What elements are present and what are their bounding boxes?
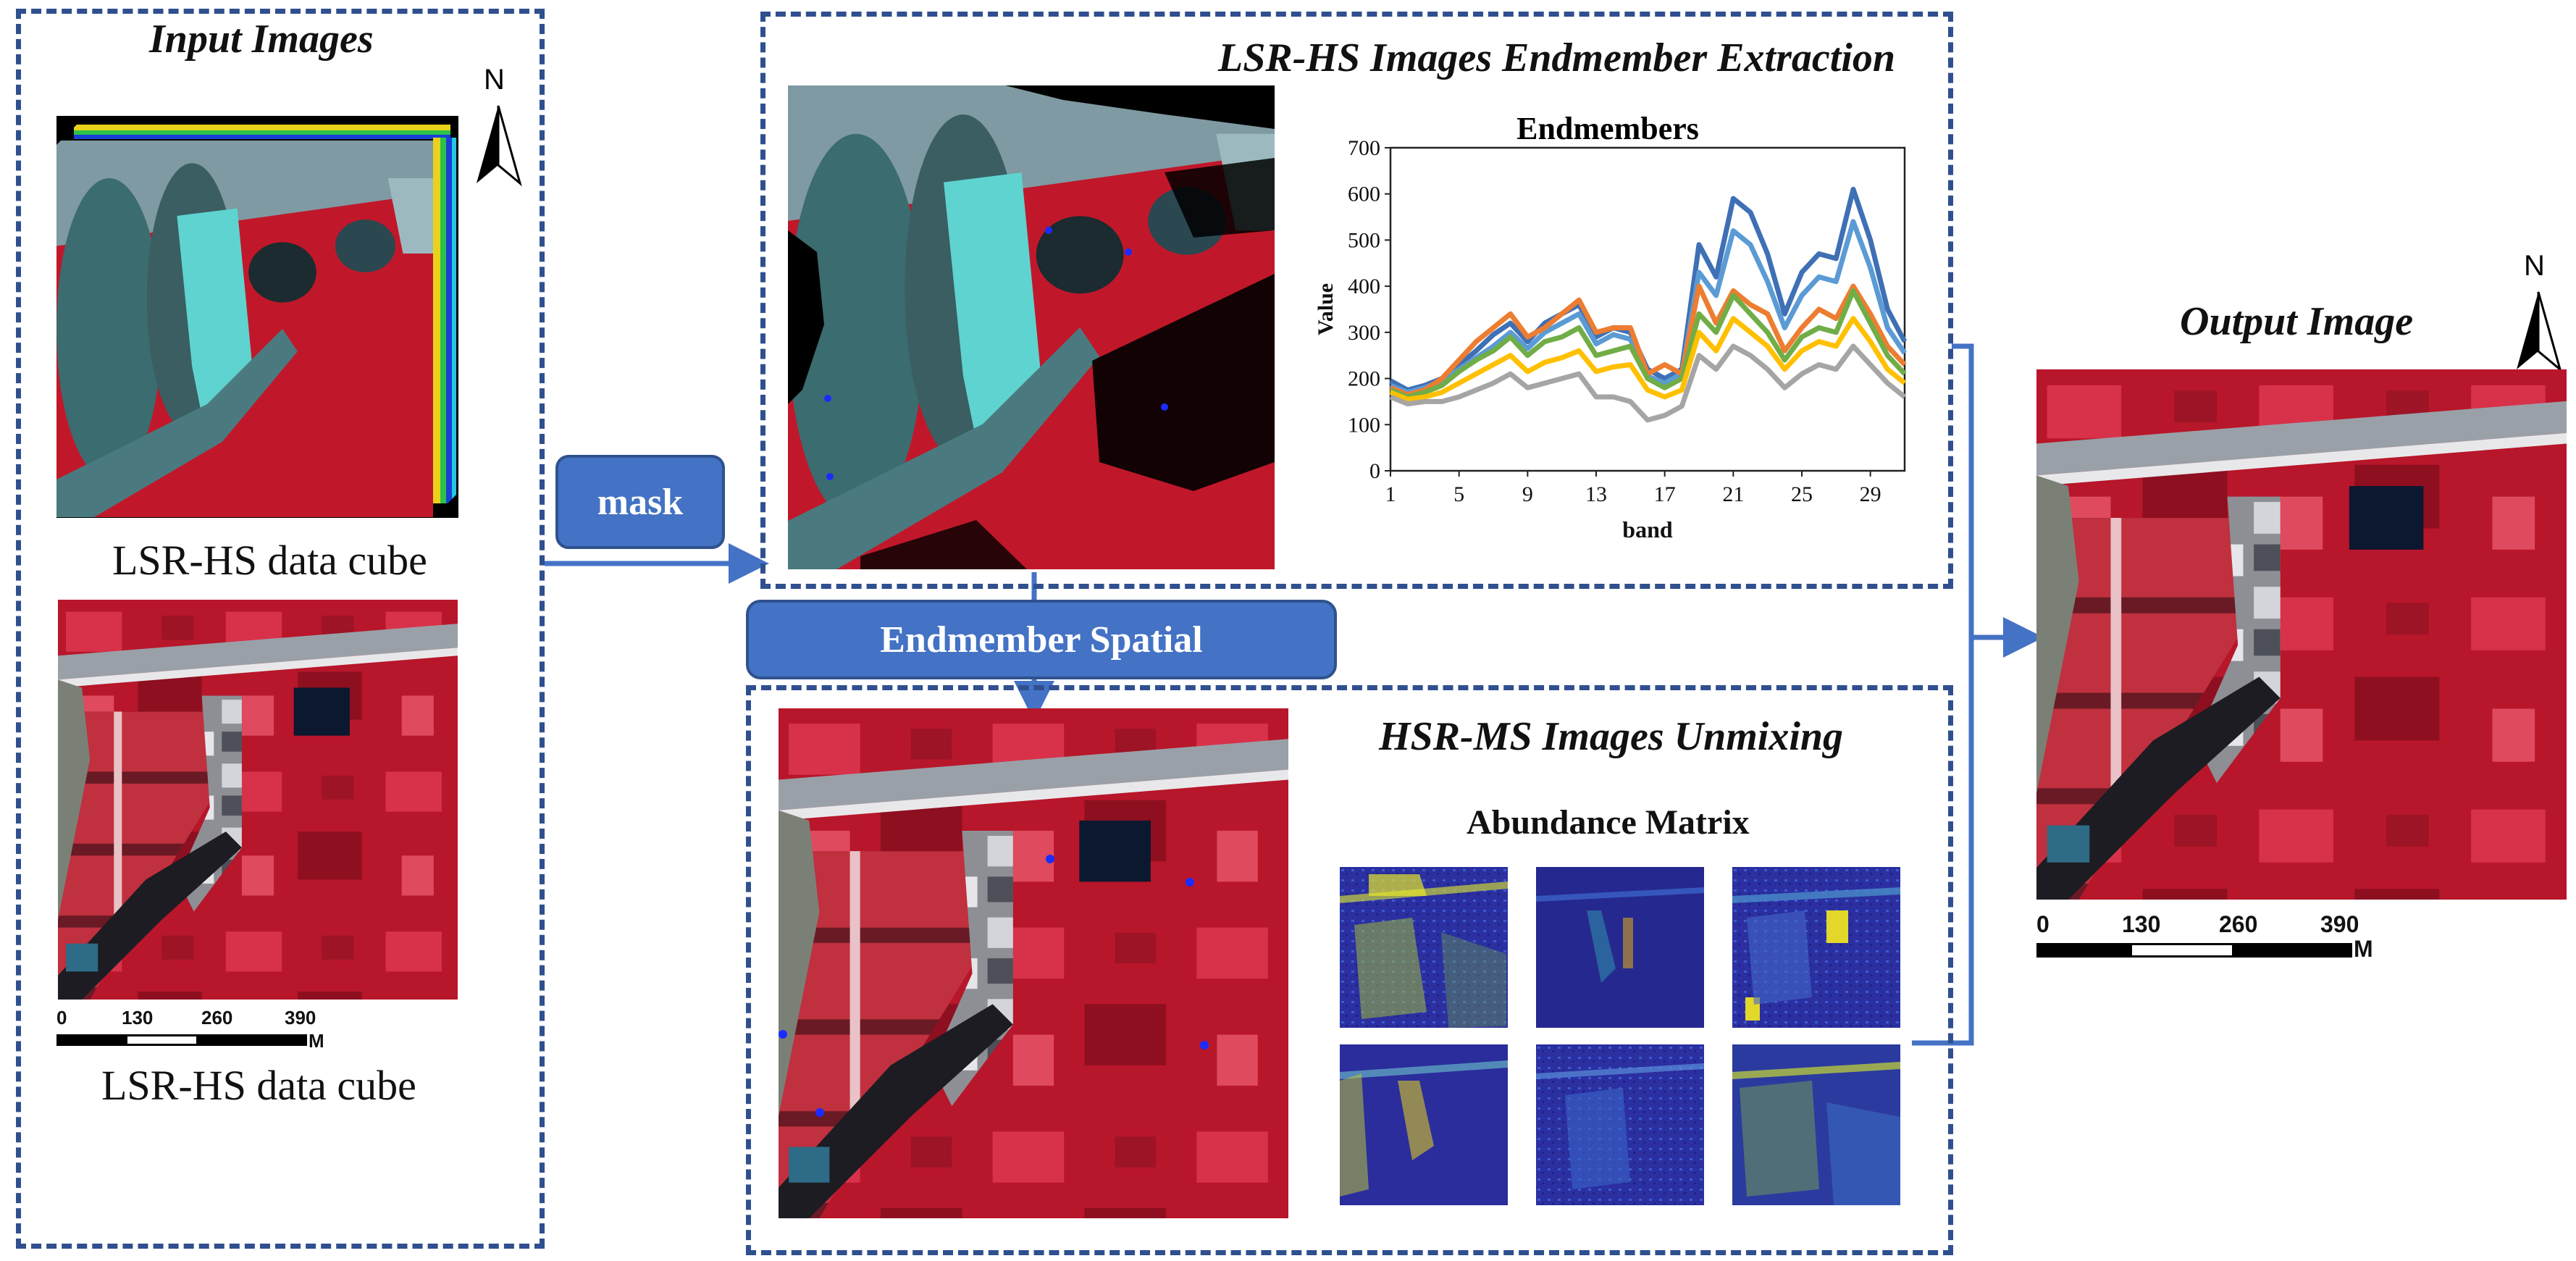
scale-tick-2: 260 <box>201 1007 233 1029</box>
y-tick-label: 400 <box>1348 275 1380 298</box>
abundance-map-1 <box>1340 867 1508 1028</box>
y-axis-label: Value <box>1314 283 1338 335</box>
north-arrow-icon: N <box>2509 250 2567 377</box>
input-images-panel <box>16 9 545 1249</box>
abundance-map-2 <box>1536 867 1704 1028</box>
north-arrow-icon: N <box>469 64 527 190</box>
scale-unit: M <box>309 1030 324 1052</box>
abundance-matrix-title: Abundance Matrix <box>1467 803 1750 842</box>
abundance-map-5 <box>1536 1044 1704 1205</box>
unmixing-title: HSR-MS Images Unmixing <box>1379 714 1844 759</box>
lsr-hs-data-cube-image <box>56 116 458 518</box>
endmember-extraction-title: LSR-HS Images Endmember Extraction <box>1218 35 1895 80</box>
scale-tick-3: 390 <box>285 1007 316 1029</box>
x-tick-label: 9 <box>1522 482 1533 506</box>
endmember-extraction-panel <box>760 12 1953 589</box>
chart-title: Endmembers <box>1516 111 1699 146</box>
scale-tick-0: 0 <box>2036 911 2050 937</box>
scale-tick-3: 390 <box>2320 911 2359 937</box>
x-tick-label: 17 <box>1654 482 1676 506</box>
x-tick-label: 29 <box>1860 482 1881 506</box>
y-tick-label: 0 <box>1369 459 1380 483</box>
x-axis-label: band <box>1622 516 1673 542</box>
endmember-series-line-1 <box>1389 186 1908 393</box>
endmember-series-line-6 <box>1389 343 1907 423</box>
y-tick-label: 500 <box>1348 228 1380 252</box>
x-tick-label: 1 <box>1385 482 1396 506</box>
scale-tick-1: 130 <box>2122 911 2161 937</box>
scale-tick-1: 130 <box>122 1007 154 1029</box>
endmember-series-line-5 <box>1389 316 1907 402</box>
y-tick-label: 100 <box>1348 413 1380 437</box>
y-tick-label: 700 <box>1348 136 1380 160</box>
x-tick-label: 21 <box>1722 482 1744 506</box>
scale-tick-2: 260 <box>2219 911 2258 937</box>
scalebar: 0 130 260 390 M <box>2036 911 2391 969</box>
unmixing-panel <box>746 685 1953 1255</box>
output-image <box>2036 369 2567 900</box>
abundance-map-3 <box>1732 867 1900 1028</box>
x-tick-label: 25 <box>1791 482 1813 506</box>
x-tick-label: 13 <box>1585 482 1607 506</box>
north-label: N <box>2524 250 2545 282</box>
mask-button[interactable]: mask <box>555 455 725 549</box>
scalebar: 0 130 260 390 M <box>56 1007 332 1057</box>
data-cube-caption-top: LSR-HS data cube <box>112 537 427 584</box>
input-images-title: Input Images <box>149 17 374 62</box>
x-tick-label: 5 <box>1453 482 1464 506</box>
north-label: N <box>484 64 505 96</box>
masked-lsr-hs-image <box>788 85 1275 569</box>
y-tick-label: 300 <box>1348 321 1380 345</box>
hsr-ms-unmixing-image <box>779 708 1288 1218</box>
abundance-map-6 <box>1732 1044 1900 1205</box>
data-cube-caption-bottom: LSR-HS data cube <box>101 1062 416 1109</box>
abundance-map-4 <box>1340 1044 1508 1205</box>
endmember-spatial-button[interactable]: Endmember Spatial <box>746 600 1337 679</box>
endmember-series-line-4 <box>1389 288 1907 400</box>
scale-unit: M <box>2354 936 2373 962</box>
y-tick-label: 600 <box>1348 183 1380 206</box>
plot-frame <box>1389 146 1906 472</box>
scale-tick-0: 0 <box>56 1007 67 1029</box>
y-tick-label: 200 <box>1348 367 1380 391</box>
output-image-title: Output Image <box>2180 299 2414 344</box>
endmembers-chart: Endmembers 0 100 200 300 400 500 600 700 1 5 9 13 17… <box>1304 101 1926 572</box>
